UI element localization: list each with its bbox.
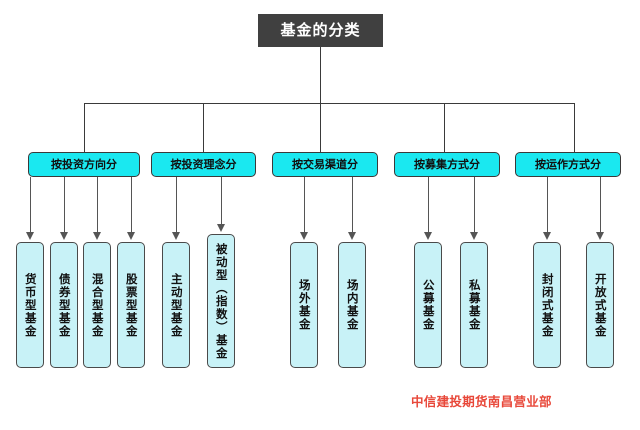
leaf-box-public-offering-fund[interactable]: 公募基金 (414, 242, 442, 368)
leaf-label: 主动型基金 (169, 272, 184, 338)
leaf-box-otc-fund[interactable]: 场外基金 (290, 242, 318, 368)
category-box-trading-channel[interactable]: 按交易渠道分 (272, 152, 378, 177)
leaf-label: 封闭式基金 (540, 272, 555, 338)
root-stem-connector (320, 47, 322, 104)
leaf-label: 公募基金 (421, 279, 436, 331)
arrow-head-g5-c1 (543, 232, 551, 240)
arrow-head-g2-c2 (217, 224, 225, 232)
page-title: 基金的分类 (280, 21, 361, 39)
arrow-line-g3-c1 (304, 177, 306, 235)
leaf-label: 场内基金 (345, 279, 360, 331)
leaf-box-passive-index-fund[interactable]: 被动型（指数）基金 (207, 234, 235, 368)
arrow-head-g4-c2 (470, 232, 478, 240)
leaf-box-active-fund[interactable]: 主动型基金 (162, 242, 190, 368)
leaf-box-private-placement-fund[interactable]: 私募基金 (460, 242, 488, 368)
bus-drop-4 (444, 103, 446, 152)
leaf-box-equity-fund[interactable]: 股票型基金 (117, 242, 145, 368)
leaf-box-exchange-traded-fund[interactable]: 场内基金 (338, 242, 366, 368)
leaf-label: 债券型基金 (57, 272, 72, 338)
arrow-line-g5-c2 (600, 177, 602, 235)
category-box-raising-method[interactable]: 按募集方式分 (394, 152, 500, 177)
leaf-label: 货币型基金 (23, 272, 38, 338)
category-bus-connector (84, 103, 575, 105)
leaf-label: 开放式基金 (593, 272, 608, 338)
bus-drop-3 (320, 103, 322, 152)
category-box-investment-direction[interactable]: 按投资方向分 (28, 152, 140, 177)
arrow-head-g5-c2 (596, 232, 604, 240)
arrow-head-g4-c1 (424, 232, 432, 240)
bus-drop-5 (574, 103, 576, 152)
footer-credit: 中信建投期货南昌营业部 (411, 394, 552, 409)
arrow-head-g2-c1 (172, 232, 180, 240)
leaf-label: 混合型基金 (90, 272, 105, 338)
leaf-label: 股票型基金 (124, 272, 139, 338)
category-label: 按投资理念分 (170, 158, 237, 171)
arrow-line-g1-c4 (131, 177, 133, 235)
leaf-box-hybrid-fund[interactable]: 混合型基金 (83, 242, 111, 368)
arrow-line-g4-c2 (474, 177, 476, 235)
category-label: 按交易渠道分 (292, 158, 358, 171)
bus-drop-2 (203, 103, 205, 152)
arrow-line-g3-c2 (352, 177, 354, 235)
arrow-line-g1-c2 (64, 177, 66, 235)
leaf-box-closed-end-fund[interactable]: 封闭式基金 (533, 242, 561, 368)
arrow-head-g1-c2 (60, 232, 68, 240)
arrow-line-g1-c3 (97, 177, 99, 235)
leaf-box-bond-fund[interactable]: 债券型基金 (50, 242, 78, 368)
arrow-head-g3-c2 (348, 232, 356, 240)
arrow-line-g2-c2 (221, 177, 223, 227)
category-box-operation-method[interactable]: 按运作方式分 (515, 152, 621, 177)
arrow-line-g2-c1 (176, 177, 178, 235)
category-box-investment-philosophy[interactable]: 按投资理念分 (151, 152, 256, 177)
leaf-label: 私募基金 (467, 279, 482, 331)
arrow-head-g1-c4 (127, 232, 135, 240)
arrow-line-g4-c1 (428, 177, 430, 235)
root-title-box: 基金的分类 (258, 14, 383, 47)
category-label: 按募集方式分 (414, 158, 480, 171)
arrow-head-g1-c3 (93, 232, 101, 240)
leaf-label: 场外基金 (297, 279, 312, 331)
arrow-head-g1-c1 (26, 232, 34, 240)
arrow-line-g1-c1 (30, 177, 32, 235)
bus-drop-1 (84, 103, 86, 152)
category-label: 按投资方向分 (51, 158, 117, 171)
arrow-line-g5-c1 (547, 177, 549, 235)
leaf-box-open-end-fund[interactable]: 开放式基金 (586, 242, 614, 368)
leaf-label: 被动型（指数）基金 (214, 242, 229, 360)
category-label: 按运作方式分 (535, 158, 601, 171)
leaf-box-money-market-fund[interactable]: 货币型基金 (16, 242, 44, 368)
arrow-head-g3-c1 (300, 232, 308, 240)
